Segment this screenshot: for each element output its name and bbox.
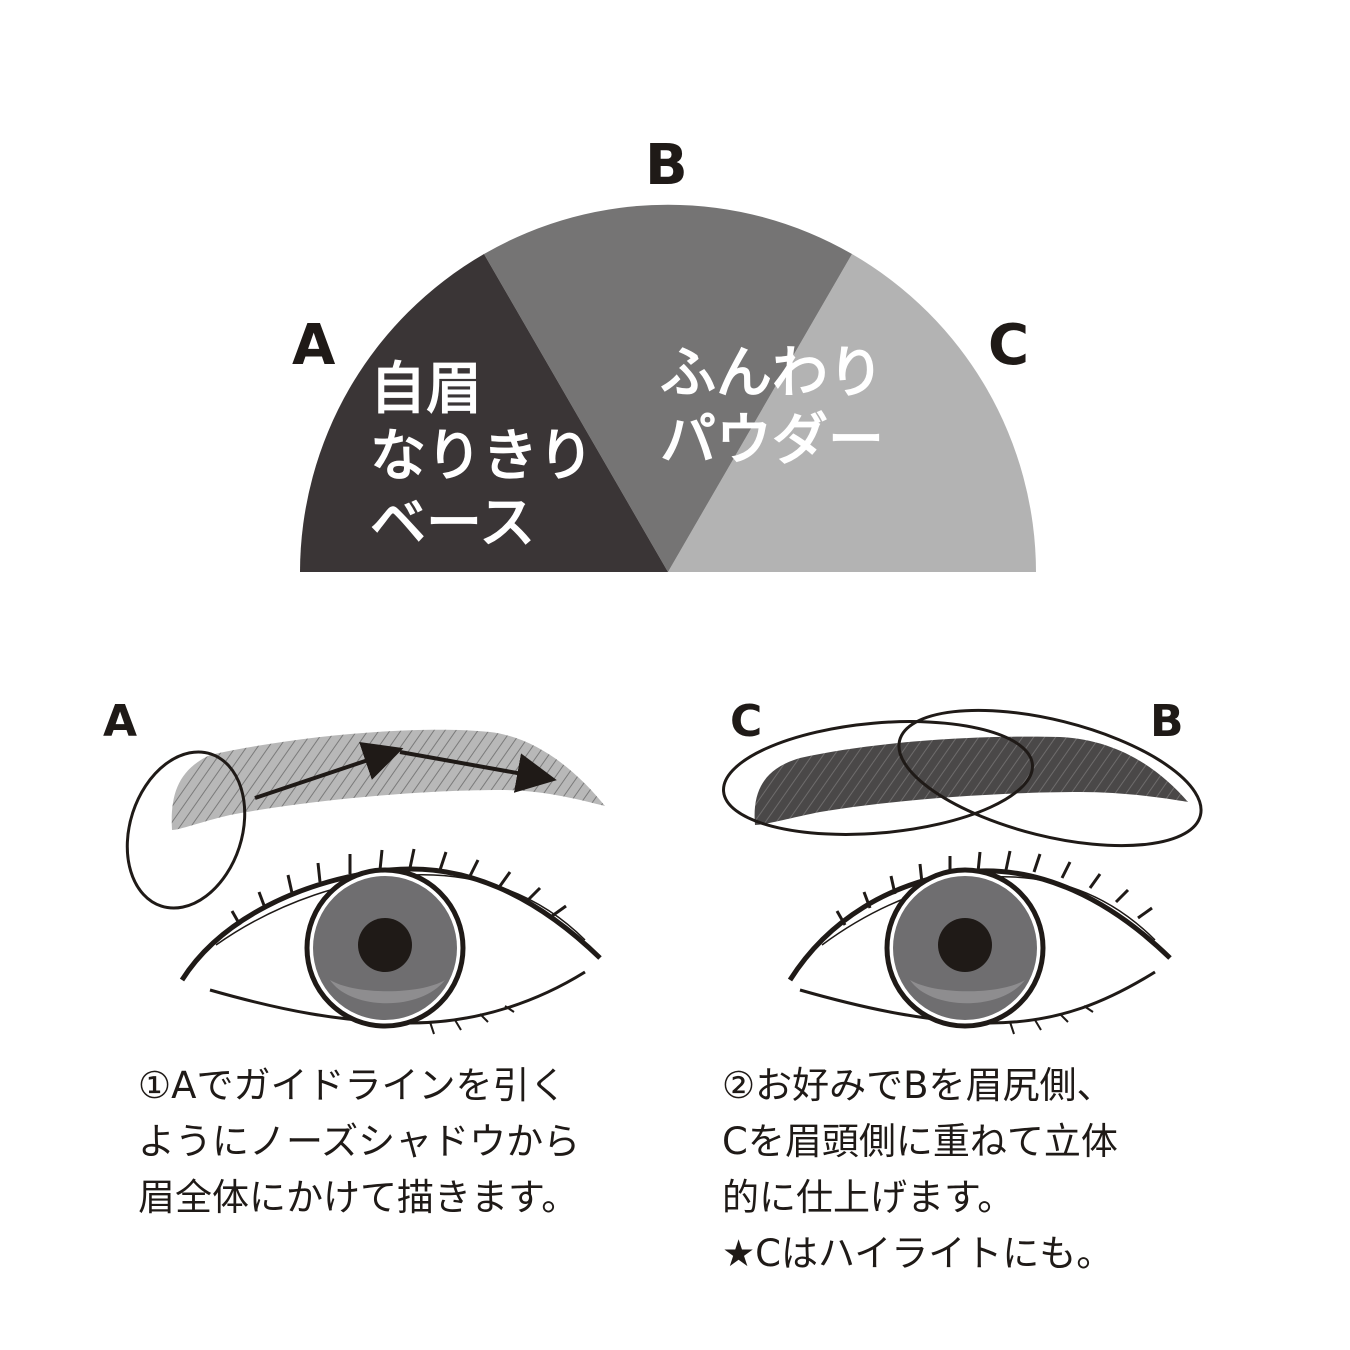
segment-b-text: ふんわり パウダー xyxy=(660,340,884,474)
segment-a-text: 自眉 なりきり ベース xyxy=(370,356,594,557)
palette-label-a: A xyxy=(292,313,336,378)
step1-illustration xyxy=(125,729,605,1035)
segment-a-line-3: ベース xyxy=(370,491,536,556)
eyebrow-icon xyxy=(171,729,605,830)
segment-b-line-2: パウダー xyxy=(660,408,884,473)
segment-a-line-1: 自眉 xyxy=(370,357,482,422)
arrow-right-icon xyxy=(254,741,404,800)
segment-b-line-1: ふんわり xyxy=(660,341,884,406)
step2-label-c: C xyxy=(730,696,763,747)
palette-segment-b xyxy=(484,204,852,572)
powder-oval-b xyxy=(897,708,1203,848)
eye-icon xyxy=(179,848,602,1035)
step2-caption: ②お好みでBを眉尻側、 Cを眉頭側に重ねて立体 的に仕上げます。 ★Cはハイライ… xyxy=(722,1058,1118,1282)
step1-caption-line-2: ようにノーズシャドウから xyxy=(138,1120,581,1163)
step1-caption-line-3: 眉全体にかけて描きます。 xyxy=(138,1176,579,1219)
step1-label-a: A xyxy=(103,696,138,747)
step2-caption-line-3: 的に仕上げます。 xyxy=(722,1176,1015,1219)
arrow-right-icon xyxy=(399,750,557,793)
nose-shadow-oval xyxy=(125,750,247,910)
step2-caption-line-2: Cを眉頭側に重ねて立体 xyxy=(722,1120,1118,1163)
eye-icon xyxy=(787,850,1172,1035)
step2-illustration xyxy=(722,708,1203,1035)
eyebrow-palette-semicircle xyxy=(300,204,1036,572)
palette-segment-c xyxy=(668,254,1036,572)
step1-caption: ①Aでガイドラインを引く ようにノーズシャドウから 眉全体にかけて描きます。 xyxy=(138,1058,580,1226)
step2-caption-line-4: ★Cはハイライトにも。 xyxy=(722,1232,1114,1275)
palette-label-c: C xyxy=(988,313,1030,378)
palette-segment-a xyxy=(300,254,668,572)
highlight-oval-c xyxy=(722,720,1034,836)
eyebrow-icon xyxy=(754,736,1188,825)
segment-a-line-2: なりきり xyxy=(370,424,594,489)
step2-caption-line-1: ②お好みでBを眉尻側、 xyxy=(722,1064,1114,1107)
palette-label-b: B xyxy=(645,133,688,198)
step1-caption-line-1: ①Aでガイドラインを引く xyxy=(138,1064,567,1107)
step2-label-b: B xyxy=(1150,696,1184,747)
